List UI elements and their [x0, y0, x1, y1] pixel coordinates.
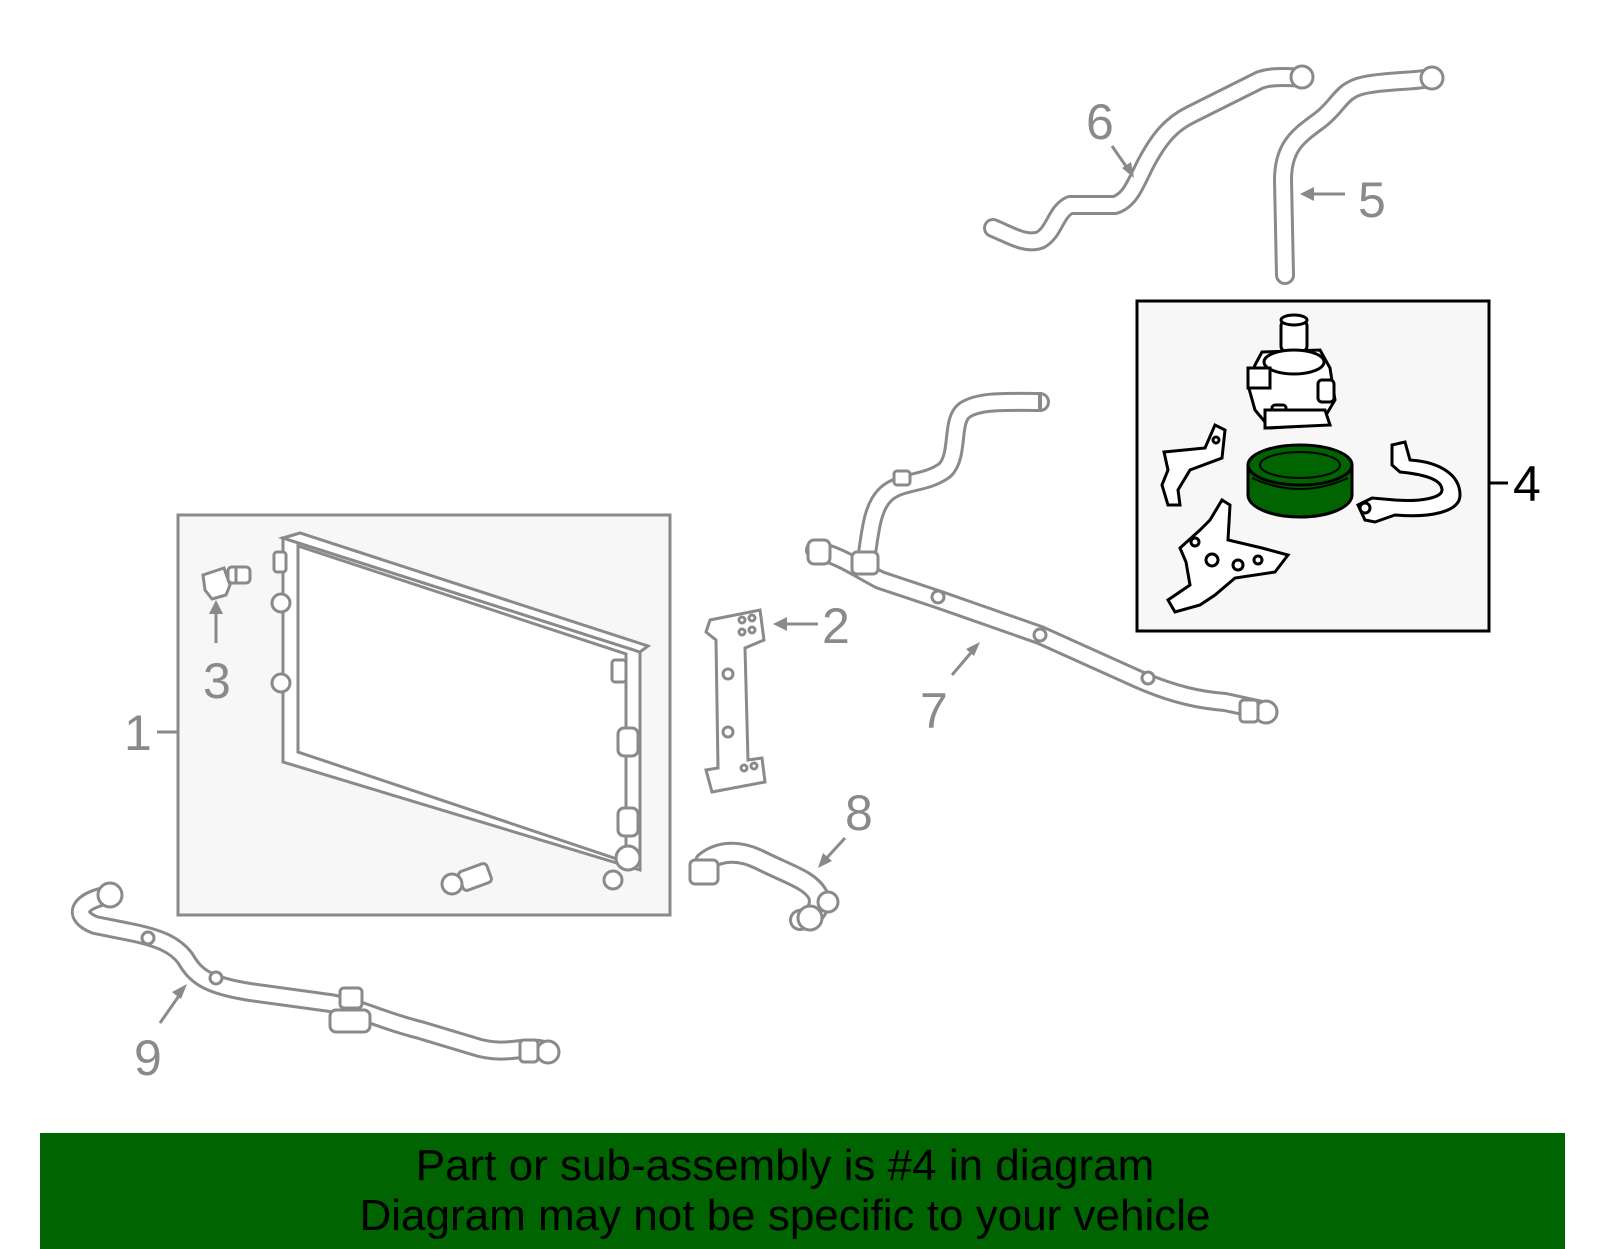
part-4-water-pump-assembly[interactable]: 4: [1135, 299, 1541, 633]
part-6-upper-hose[interactable]: 6: [983, 64, 1315, 252]
callout-4: 4: [1513, 456, 1541, 512]
callout-3: 3: [203, 653, 231, 709]
part-7-long-hose[interactable]: 7: [805, 391, 1279, 739]
drain-plug: [440, 862, 493, 896]
right-strap-icon: [1356, 440, 1462, 524]
lower-hose-icon: [71, 881, 561, 1065]
callout-5: 5: [1358, 172, 1386, 228]
part-3-drain-valve[interactable]: 3: [201, 565, 252, 709]
callout-7: 7: [920, 683, 948, 739]
part-8-small-hose[interactable]: 8: [688, 785, 873, 932]
banner-line-2: Diagram may not be specific to your vehi…: [359, 1191, 1211, 1240]
info-banner: Part or sub-assembly is #4 in diagram Di…: [40, 1133, 1565, 1249]
callout-6: 6: [1086, 94, 1114, 150]
small-hose-icon: [688, 841, 840, 932]
part-5-vertical-hose[interactable]: 5: [1273, 65, 1445, 285]
left-strap-icon: [1160, 422, 1227, 507]
radiator-assembly-group[interactable]: 1: [124, 513, 672, 917]
part-2-bracket[interactable]: 2: [704, 598, 850, 794]
callout-2: 2: [822, 598, 850, 654]
upper-hose-icon: [983, 64, 1315, 252]
banner-background: [40, 1133, 1565, 1249]
water-pump-icon: [1246, 313, 1337, 430]
radiator-core: [270, 531, 652, 891]
pump-isolator-icon: [1246, 443, 1354, 519]
callout-1: 1: [124, 705, 152, 761]
long-hose-icon: [805, 391, 1279, 725]
vertical-hose-icon: [1273, 65, 1445, 285]
drain-valve-icon: [201, 565, 252, 601]
part-9-lower-hose[interactable]: 9: [71, 881, 561, 1086]
pump-bracket-icon: [1165, 497, 1291, 614]
banner-line-1: Part or sub-assembly is #4 in diagram: [415, 1141, 1155, 1190]
bracket-icon: [704, 608, 767, 794]
callout-8: 8: [845, 785, 873, 841]
callout-9: 9: [134, 1030, 162, 1086]
